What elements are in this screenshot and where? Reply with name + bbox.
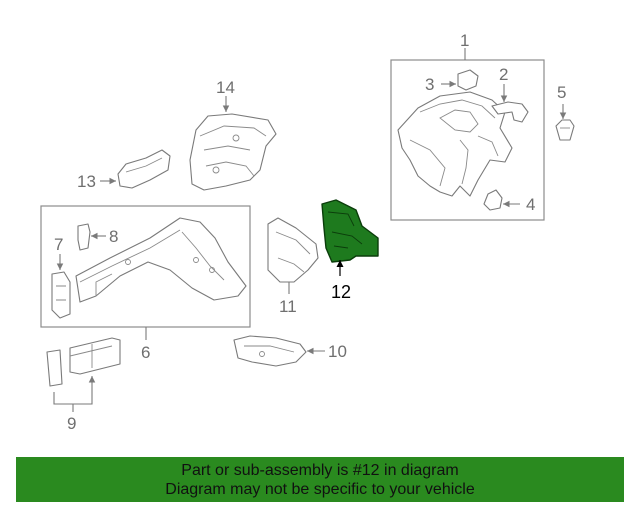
banner-line-2: Diagram may not be specific to your vehi… xyxy=(165,481,475,498)
callout-7[interactable]: 7 xyxy=(54,235,63,254)
callout-12[interactable]: 12 xyxy=(331,282,351,302)
part-3-bracket[interactable] xyxy=(457,69,479,91)
callout-3[interactable]: 3 xyxy=(425,75,434,94)
part-12-highlighted[interactable] xyxy=(321,199,379,263)
callout-5[interactable]: 5 xyxy=(557,83,566,102)
callout-11[interactable]: 11 xyxy=(279,297,297,316)
banner-line-1: Part or sub-assembly is #12 in diagram xyxy=(181,462,459,479)
part-12-shape xyxy=(321,199,379,263)
part-11-bracket[interactable] xyxy=(267,217,319,283)
callout-13[interactable]: 13 xyxy=(77,172,96,191)
part-10-bracket[interactable] xyxy=(233,335,307,367)
part-4-bracket[interactable] xyxy=(483,189,503,211)
callout-6[interactable]: 6 xyxy=(141,343,150,362)
part-2-bracket[interactable] xyxy=(491,101,529,123)
callout-9[interactable]: 9 xyxy=(67,414,76,433)
part-6-rail-assembly[interactable] xyxy=(75,217,247,303)
callout-14[interactable]: 14 xyxy=(216,78,235,97)
callout-10[interactable]: 10 xyxy=(328,342,347,361)
part-14-panel[interactable] xyxy=(189,113,277,191)
part-13-bracket[interactable] xyxy=(117,149,171,189)
part-7-bracket[interactable] xyxy=(51,271,71,319)
assembly-box-1 xyxy=(390,59,545,221)
callout-2[interactable]: 2 xyxy=(499,65,508,84)
callout-1[interactable]: 1 xyxy=(460,31,469,50)
info-banner: Part or sub-assembly is #12 in diagram D… xyxy=(16,457,624,502)
callout-8[interactable]: 8 xyxy=(109,227,118,246)
part-8-bracket[interactable] xyxy=(77,223,91,251)
part-5-clip[interactable] xyxy=(555,119,575,141)
part-1-apron-assembly[interactable] xyxy=(397,91,513,197)
part-9-reinforcement[interactable] xyxy=(46,337,121,387)
callout-4[interactable]: 4 xyxy=(526,195,535,214)
